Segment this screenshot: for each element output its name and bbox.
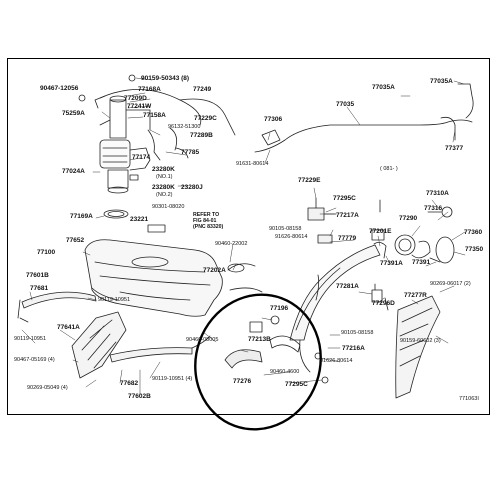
fuel-cap xyxy=(441,206,453,218)
part-label: 90119-10951 xyxy=(14,336,47,342)
part-label: 90159-60602 (3) xyxy=(400,338,441,344)
part-label: (NO.2) xyxy=(156,192,173,198)
part-label: 77360 xyxy=(464,229,483,236)
part-label: 77202A xyxy=(203,267,226,274)
part-label: 77174 xyxy=(132,154,151,161)
part-label: 77295C xyxy=(333,195,356,202)
part-label: 77216A xyxy=(342,345,365,352)
pump-gasket xyxy=(103,209,129,219)
part-label: ( 081- ) xyxy=(380,166,398,172)
part-label: 77350 xyxy=(465,246,484,253)
part-label: 77100 xyxy=(37,249,56,256)
part-label: 90467-05169 (4) xyxy=(14,357,55,363)
part-label: 77241W xyxy=(127,103,152,110)
part-label: 90460-08005 xyxy=(186,337,219,343)
part-label: 23221 xyxy=(130,216,149,223)
part-label: 77641A xyxy=(57,324,80,331)
part-label: 90269-06017 (2) xyxy=(430,281,471,287)
part-label: 77196 xyxy=(270,305,289,312)
part-label: 77377 xyxy=(445,145,464,152)
part-label: 77779 xyxy=(338,235,357,242)
part-label: 77209D xyxy=(124,95,147,102)
fuel-pump-module xyxy=(94,74,161,194)
fuel-tank xyxy=(84,239,223,317)
part-label: 77682 xyxy=(120,380,139,387)
part-label: 77281A xyxy=(336,283,359,290)
refer-note: REFER TO FIG 84-01 (PNC 83320) xyxy=(193,212,223,230)
refer-note-line-3: (PNC 83320) xyxy=(193,224,224,230)
part-label: 77035A xyxy=(372,84,395,91)
part-label: 77289B xyxy=(190,132,213,139)
part-label: 77201E xyxy=(369,228,392,235)
part-label: 77391A xyxy=(380,260,403,267)
part-label: 77277R xyxy=(404,292,427,299)
part-label: 77681 xyxy=(30,285,49,292)
filler-neck-ring xyxy=(394,234,416,256)
fuel-filler-pipe xyxy=(289,242,387,373)
part-label: 77035 xyxy=(336,101,355,108)
part-label: 90159-50343 (8) xyxy=(141,75,190,82)
part-label: 77169A xyxy=(70,213,93,220)
part-label: 77306 xyxy=(264,116,283,123)
part-label: 90460-4600 xyxy=(270,369,300,375)
part-label: 77035A xyxy=(430,78,453,85)
part-label: 90301-08020 xyxy=(152,204,185,210)
breather-hose xyxy=(227,263,256,271)
highlight-circle xyxy=(194,293,322,431)
part-label: 77290 xyxy=(399,215,418,222)
part-label: 75259A xyxy=(62,110,85,117)
fuel-lid-cable xyxy=(254,119,473,153)
part-label: 90105-08158 xyxy=(341,330,374,336)
tank-strap-front xyxy=(17,291,97,323)
part-label: 77601B xyxy=(26,272,49,279)
part-label: 90269-05049 (4) xyxy=(27,385,68,391)
part-label: 91626-80614 xyxy=(320,358,353,364)
part-label: 77276 xyxy=(233,378,252,385)
tank-strap-rear xyxy=(109,335,211,363)
part-label: 90105-08158 xyxy=(269,226,302,232)
part-label: 77295C xyxy=(285,381,308,388)
diagram-frame xyxy=(7,58,490,415)
part-label: 77249 xyxy=(193,86,212,93)
inlet-hose xyxy=(224,315,329,384)
part-label: 96132-51300 xyxy=(168,124,201,130)
part-label: 77296D xyxy=(372,300,395,307)
part-label: (NO.1) xyxy=(156,174,173,180)
part-label: 90467-12056 xyxy=(40,85,79,92)
part-label: 90119-10951 xyxy=(98,297,131,303)
part-label: 77229E xyxy=(298,177,321,184)
part-label: 77213B xyxy=(248,336,271,343)
part-label: 77168A xyxy=(138,86,161,93)
part-label: 77024A xyxy=(62,168,85,175)
fuel-cap-door xyxy=(435,236,455,264)
part-label: 77391 xyxy=(412,259,431,266)
part-label: 91631-80614 xyxy=(236,161,269,167)
part-label: 77229C xyxy=(194,115,217,122)
part-label: 77217A xyxy=(336,212,359,219)
part-label: 77785 xyxy=(181,149,200,156)
part-label: 23280K xyxy=(152,184,175,191)
part-label: 91626-80614 xyxy=(275,234,308,240)
part-label: 90119-10951 (4) xyxy=(152,376,193,382)
part-label: 23280K xyxy=(152,166,175,173)
filler-pipe-protector xyxy=(395,295,441,399)
part-label: 77310A xyxy=(426,190,449,197)
refer-note-line-1: REFER TO xyxy=(193,212,220,218)
tank-protector xyxy=(71,311,127,379)
refer-note-line-2: FIG 84-01 xyxy=(193,218,217,224)
part-label: 23280J xyxy=(181,184,203,191)
part-label: 77316 xyxy=(424,205,443,212)
figure-id: 771063I xyxy=(459,396,479,402)
part-label: 77602B xyxy=(128,393,151,400)
part-label: 90460-22002 xyxy=(215,241,248,247)
part-label: 77652 xyxy=(66,237,85,244)
part-label: 77158A xyxy=(143,112,166,119)
